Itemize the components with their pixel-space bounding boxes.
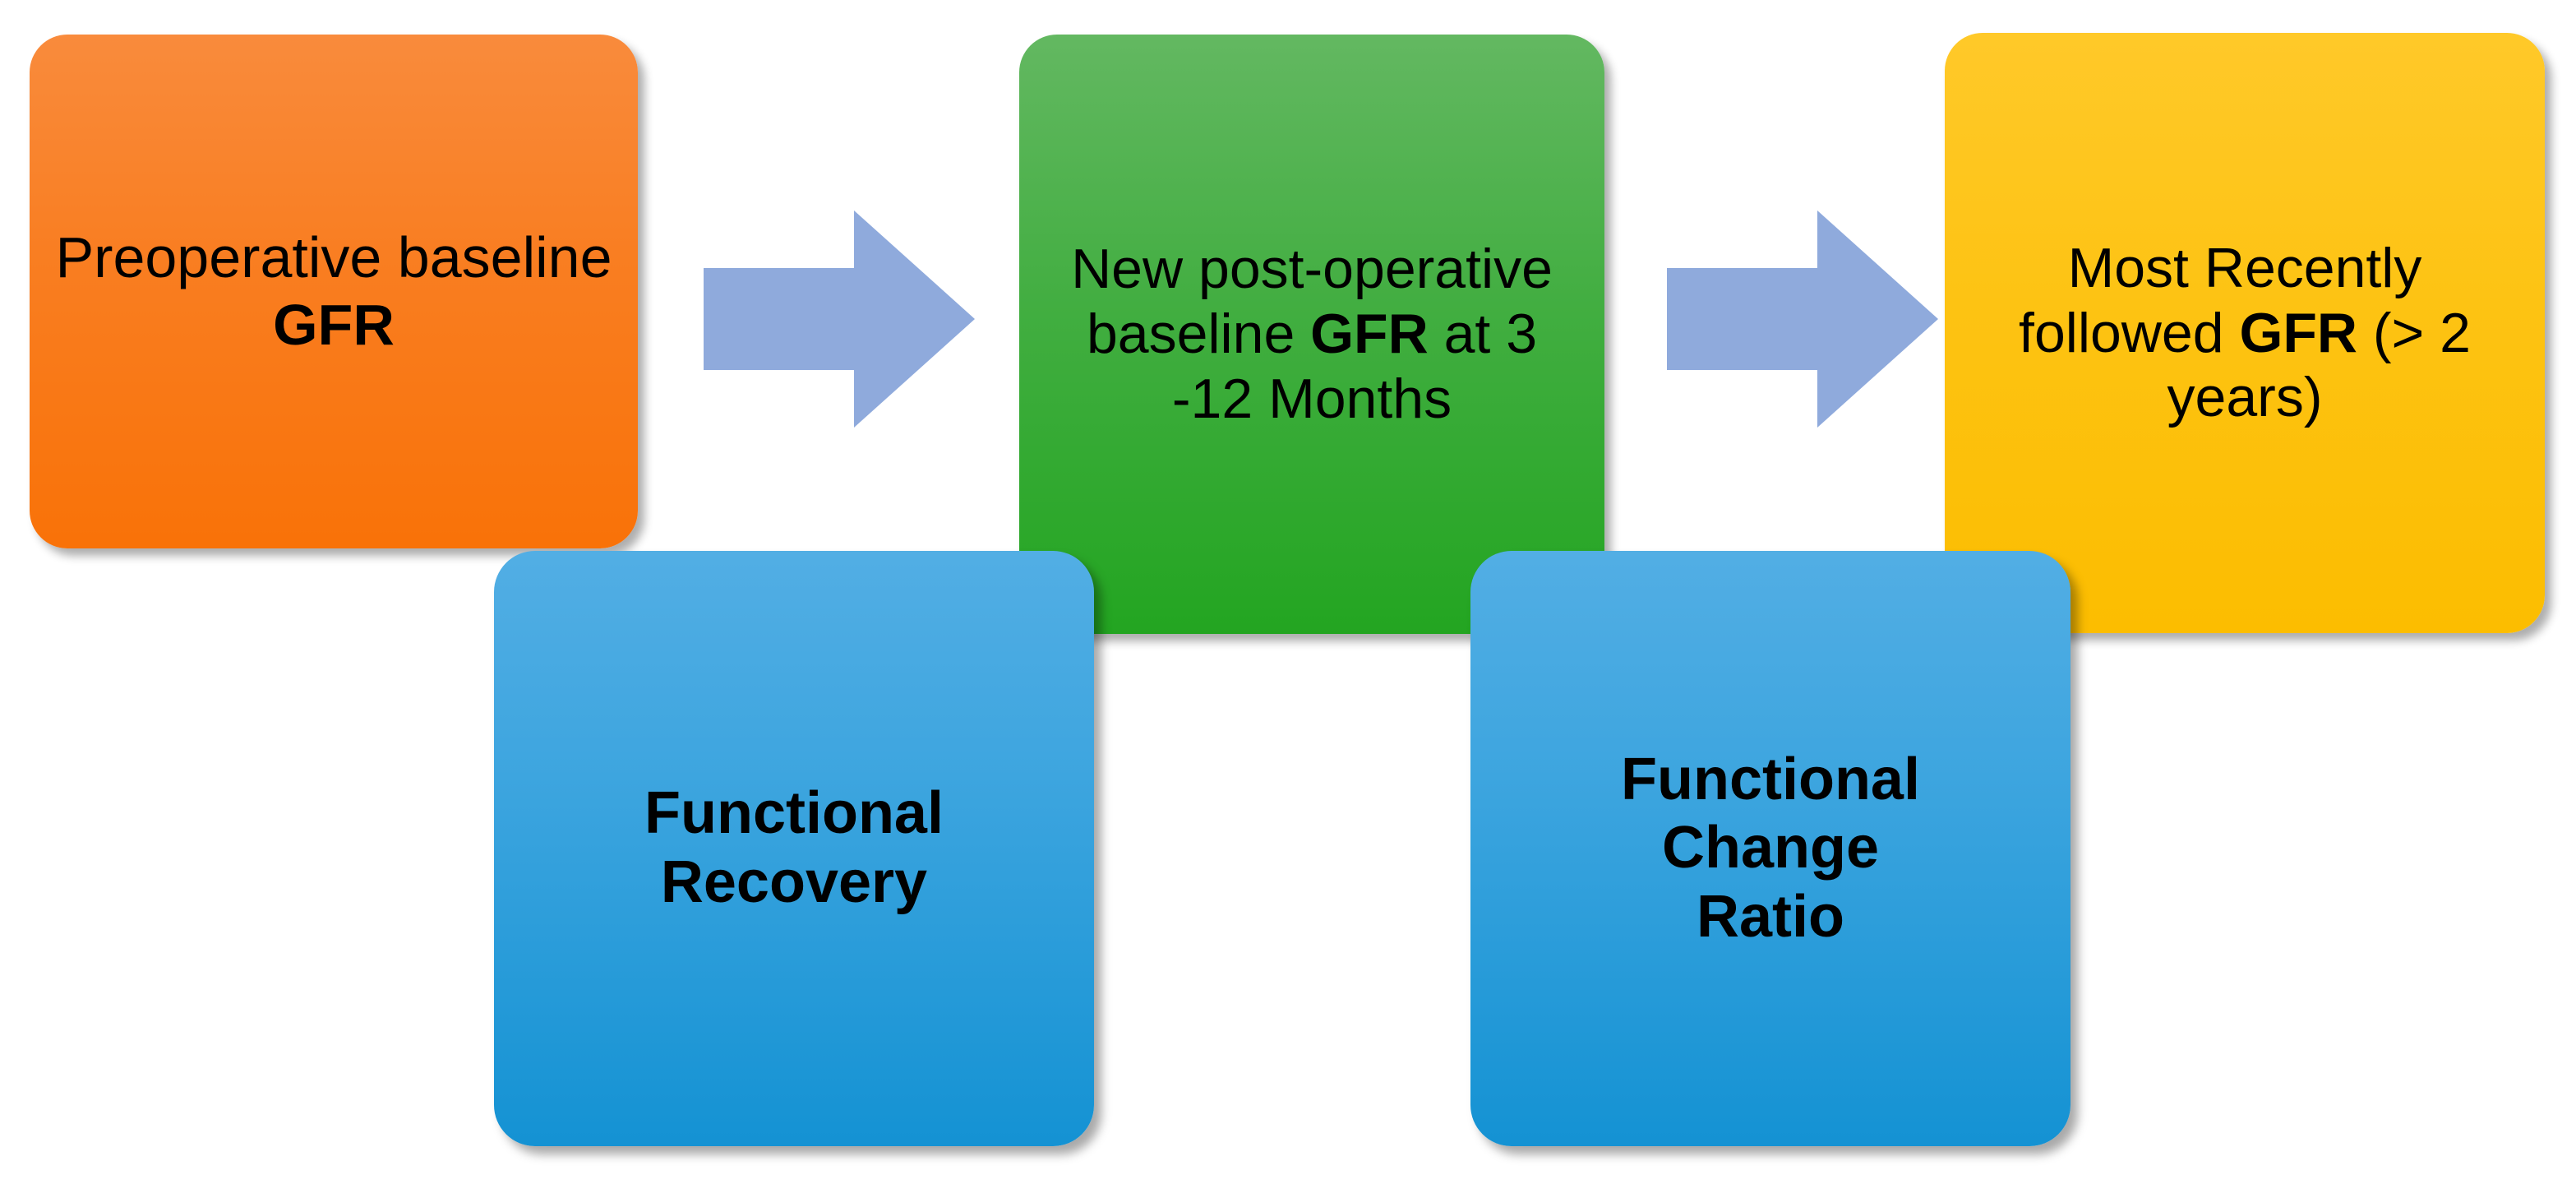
node-new-postoperative-baseline-gfr-label: New post-operative baseline GFR at 3 -12… (1071, 238, 1553, 430)
node-most-recently-followed-gfr-label: Most Recently followed GFR (> 2 years) (2019, 236, 2471, 429)
arrow-right-icon-preop-to-postop (704, 204, 975, 434)
node-new-postoperative-baseline-gfr[interactable]: New post-operative baseline GFR at 3 -12… (1019, 35, 1604, 634)
arrow-right-icon-postop-to-recent (1667, 204, 1938, 434)
node-preoperative-baseline-gfr-label: Preoperative baseline GFR (55, 225, 612, 357)
node-most-recently-followed-gfr[interactable]: Most Recently followed GFR (> 2 years) (1945, 33, 2545, 633)
node-preoperative-baseline-gfr[interactable]: Preoperative baseline GFR (30, 35, 638, 548)
